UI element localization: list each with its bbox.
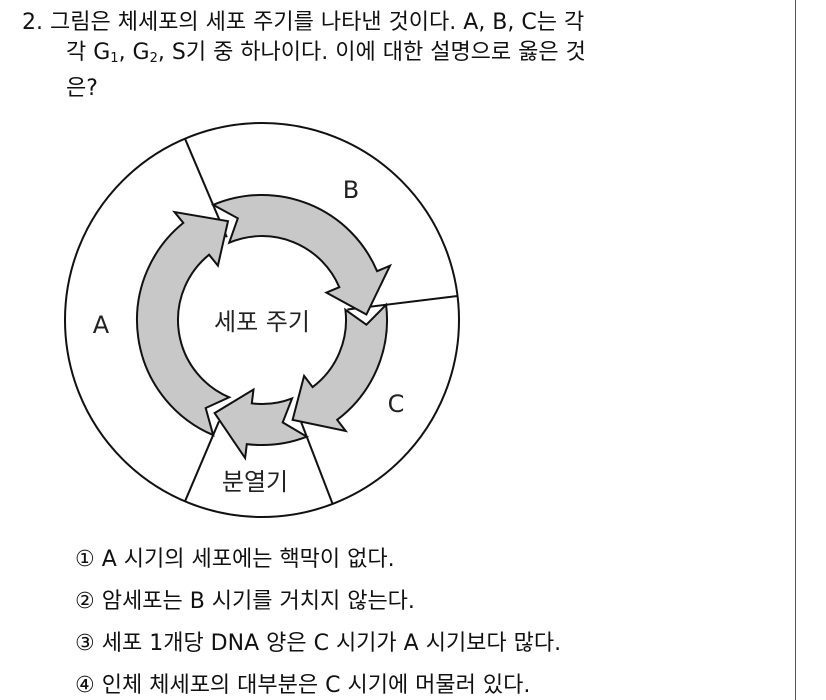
option-text: 암세포는 B 시기를 거치지 않는다. (101, 589, 415, 614)
label-b: B (343, 176, 359, 204)
option-3[interactable]: ③ 세포 1개당 DNA 양은 C 시기가 A 시기보다 많다. (75, 629, 561, 671)
column-divider (795, 0, 796, 700)
option-marker: ② (75, 589, 95, 614)
center-label: 세포 주기 (214, 308, 310, 336)
option-marker: ① (75, 547, 95, 572)
question-line-1: 2. 그림은 체세포의 세포 주기를 나타낸 것이다. A, B, C는 각 (22, 8, 782, 38)
arrow-c (291, 302, 388, 433)
subscript: 2 (149, 51, 158, 66)
question-number: 2. (22, 10, 43, 35)
label-division: 분열기 (222, 468, 288, 496)
option-text: 세포 1개당 DNA 양은 C 시기가 A 시기보다 많다. (101, 631, 562, 656)
question-line-3: 은? (66, 76, 98, 101)
label-c: C (388, 390, 405, 418)
option-2[interactable]: ② 암세포는 B 시기를 거치지 않는다. (75, 587, 561, 629)
text-part: , S기 중 하나이다. 이에 대한 설명으로 옳은 것 (157, 40, 586, 65)
question-line-2: 각 G1, G2, S기 중 하나이다. 이에 대한 설명으로 옳은 것 (22, 38, 782, 74)
text-part: 각 G (66, 40, 111, 65)
option-text: A 시기의 세포에는 핵막이 없다. (101, 547, 395, 572)
question-text: 그림은 체세포의 세포 주기를 나타낸 것이다. A, B, C는 각 (50, 10, 585, 35)
option-marker: ④ (75, 673, 95, 698)
option-text: 인체 체세포의 대부분은 C 시기에 머물러 있다. (101, 673, 531, 698)
option-4[interactable]: ④ 인체 체세포의 대부분은 C 시기에 머물러 있다. (75, 671, 561, 700)
cycle-arrows (136, 194, 393, 461)
option-1[interactable]: ① A 시기의 세포에는 핵막이 없다. (75, 545, 561, 587)
text-part: , G (118, 40, 150, 65)
subscript: 1 (110, 51, 119, 66)
label-a: A (93, 311, 110, 339)
outer-circle (64, 122, 460, 518)
arrow-a (136, 210, 232, 437)
divider-line-2 (296, 413, 334, 505)
arrow-b (210, 194, 393, 316)
question-stem: 2. 그림은 체세포의 세포 주기를 나타낸 것이다. A, B, C는 각 각… (22, 8, 782, 104)
option-marker: ③ (75, 631, 95, 656)
arrow-division (213, 387, 310, 461)
answer-options: ① A 시기의 세포에는 핵막이 없다. ② 암세포는 B 시기를 거치지 않는… (75, 545, 561, 700)
